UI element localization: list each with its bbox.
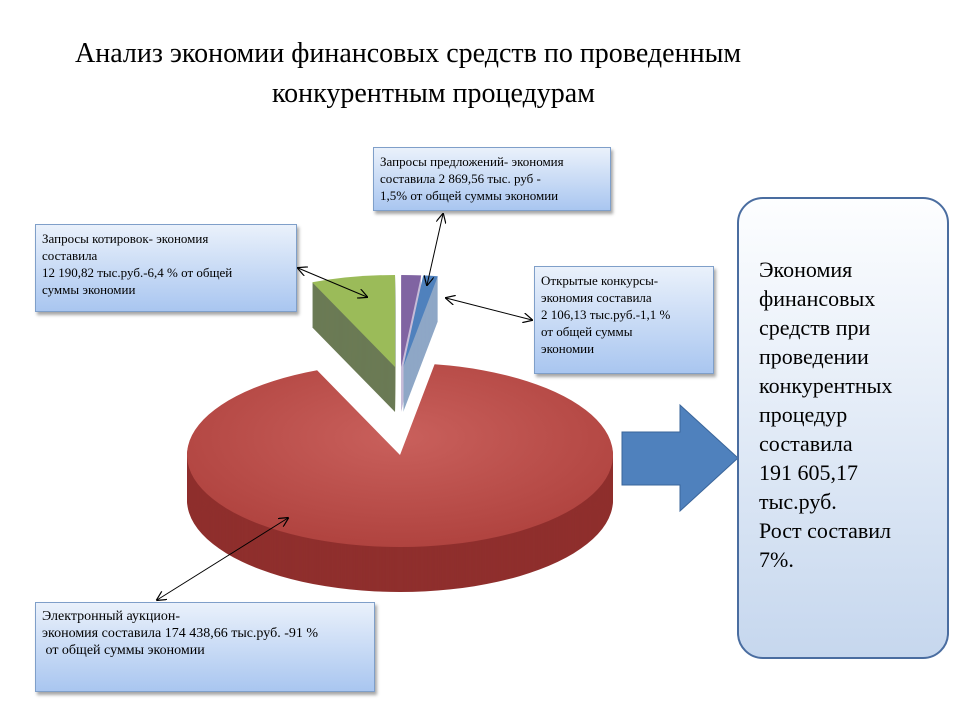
summary-text: проведении xyxy=(759,344,869,369)
callout-text: 12 190,82 тыс.руб.-6,4 % от общей xyxy=(42,265,233,280)
summary-text: финансовых xyxy=(759,286,876,311)
slide-title-line1: Анализ экономии финансовых средств по пр… xyxy=(75,38,742,69)
summary-text: процедур xyxy=(759,402,848,427)
callout-text: составила 2 869,56 тыс. руб - xyxy=(380,171,541,186)
pie-slice-электронный-аукцион xyxy=(186,364,614,593)
leader-proposals xyxy=(427,214,443,285)
callout-open-contests: Открытые конкурсы- экономия составила 2 … xyxy=(534,266,714,374)
callout-text: 2 106,13 тыс.руб.-1,1 % xyxy=(541,307,671,322)
callout-text: экономия составила 174 438,66 тыс.руб. -… xyxy=(42,626,319,641)
summary-text: средств при xyxy=(759,315,871,340)
callout-text: составила xyxy=(42,248,98,263)
pie-slice-top xyxy=(403,275,438,367)
callout-text: экономии xyxy=(541,341,595,356)
leader-auction xyxy=(157,518,288,600)
callout-text: Электронный аукцион- xyxy=(42,609,180,624)
pie-slice-запросы-котировок xyxy=(312,275,396,412)
summary-text: 191 605,17 xyxy=(759,460,858,485)
slide-title-line2: конкурентным процедурам xyxy=(272,78,595,109)
summary-text: конкурентных xyxy=(759,373,893,398)
callout-text: от общей суммы xyxy=(541,324,633,339)
callout-text: Запросы котировок- экономия xyxy=(42,231,209,246)
pie-slice-открытые-конкурсы xyxy=(403,275,438,412)
callout-text: Запросы предложений- экономия xyxy=(380,154,564,169)
leader-quotations xyxy=(298,268,367,297)
callout-quotations: Запросы котировок- экономия составила 12… xyxy=(35,224,297,312)
summary-text: 7%. xyxy=(759,547,794,572)
callout-text: от общей суммы экономии xyxy=(42,643,205,658)
summary-text: Рост составил xyxy=(759,518,891,543)
callout-auction: Электронный аукцион- экономия составила … xyxy=(35,602,375,692)
callout-text: экономия составила xyxy=(541,290,652,305)
pie-slice-top xyxy=(401,275,422,367)
summary-text: составила xyxy=(759,431,853,456)
pie-slice-side xyxy=(403,276,438,412)
leader-open-contests xyxy=(446,298,532,320)
summary-box: Экономия финансовых средств при проведен… xyxy=(737,197,949,659)
callout-text: Открытые конкурсы- xyxy=(541,273,659,288)
summary-text: Экономия xyxy=(759,257,853,282)
summary-text: тыс.руб. xyxy=(759,489,837,514)
big-arrow-shape xyxy=(621,403,739,513)
callout-proposals: Запросы предложений- экономия составила … xyxy=(373,147,611,211)
callout-text: 1,5% от общей суммы экономии xyxy=(380,188,559,203)
callout-text: суммы экономии xyxy=(42,282,136,297)
pie-slice-top xyxy=(186,364,613,547)
